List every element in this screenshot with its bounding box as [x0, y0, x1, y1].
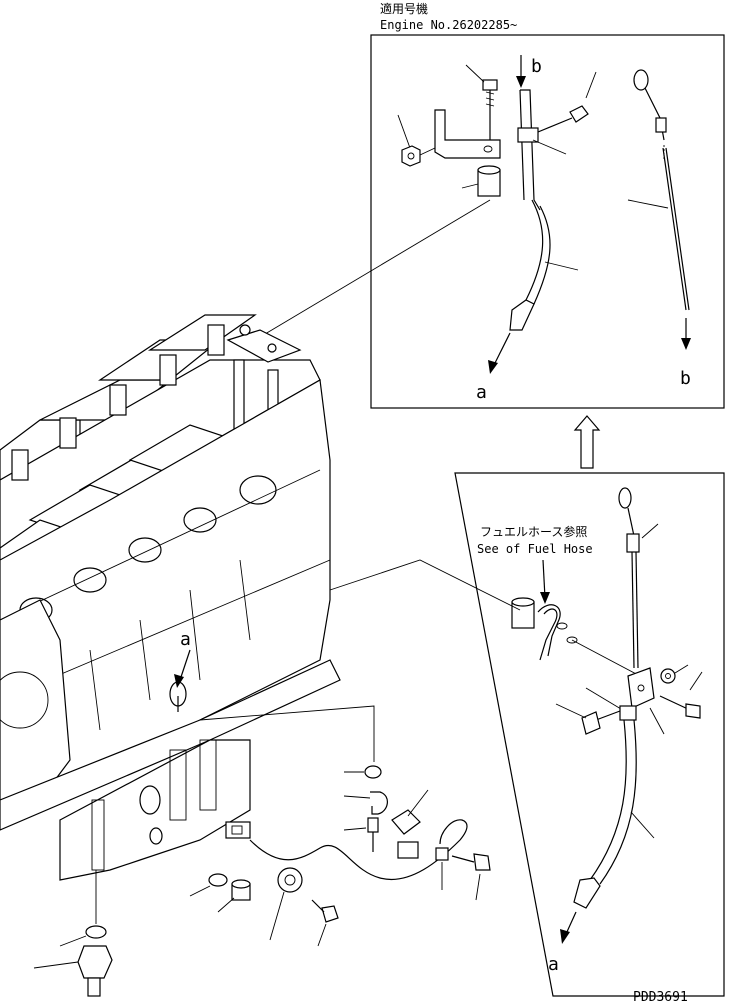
label-a-bottom: a [548, 954, 559, 975]
arrow-b-top [516, 55, 526, 88]
leader-line-3 [571, 639, 641, 677]
arrow-a-bottom [560, 911, 577, 944]
bolt-right-part [659, 671, 703, 719]
dipstick-part [627, 69, 690, 311]
note-arrow [540, 559, 550, 604]
guide-tube-part [509, 89, 579, 331]
sensor-connector-part [225, 821, 251, 839]
tube-bracket-part [627, 664, 689, 709]
leader-line-2 [329, 559, 521, 611]
arrow-a-engine [174, 649, 191, 688]
guide-tube-part-2 [573, 705, 655, 909]
engine-number: Engine No.26202285~ [380, 18, 517, 32]
fuel-hose-note-en: See of Fuel Hose [477, 542, 593, 556]
sensor-part [269, 867, 303, 941]
wire-harness [249, 819, 468, 881]
applicable-label-jp: 適用号機 [380, 1, 428, 16]
bolt-left-part [555, 703, 629, 735]
label-b-top: b [531, 56, 542, 77]
connector-block-part [397, 841, 419, 859]
leader-line-6 [199, 705, 375, 762]
up-arrow-icon [573, 415, 601, 469]
arrow-b-bottom [681, 318, 691, 350]
label-a-engine: a [180, 629, 191, 650]
detail-box-top [370, 34, 725, 409]
plug-part [217, 879, 251, 913]
dipstick-part-2 [618, 487, 659, 669]
clamp-bolt-part [343, 817, 379, 852]
nut-part [401, 145, 436, 167]
engine-block [0, 314, 341, 881]
bolt-part [465, 64, 498, 140]
harness-clip-part [391, 789, 429, 835]
clamp-part [343, 791, 388, 815]
drain-washer-part [59, 870, 107, 947]
bracket-part [397, 109, 501, 159]
sensor-bolt-part [311, 899, 339, 947]
detail-box-bottom [454, 472, 725, 997]
label-b-bottom: b [680, 368, 691, 389]
label-a-top: a [476, 382, 487, 403]
clip-bolt-part-2 [435, 847, 491, 901]
washer-part [344, 765, 382, 779]
hose-clamp-part [511, 597, 578, 661]
drain-valve-part [33, 945, 113, 997]
drawing-id: PDD3691 [633, 990, 688, 1005]
oring-part [189, 873, 228, 897]
leader-line [254, 199, 491, 341]
leader-line-5 [649, 707, 665, 735]
clip-bolt-part [537, 71, 597, 133]
fuel-hose-note-jp: フュエルホース参照 [480, 524, 587, 539]
leader-line-4 [585, 687, 627, 713]
arrow-a-top [488, 332, 511, 374]
spacer-part [461, 165, 501, 197]
